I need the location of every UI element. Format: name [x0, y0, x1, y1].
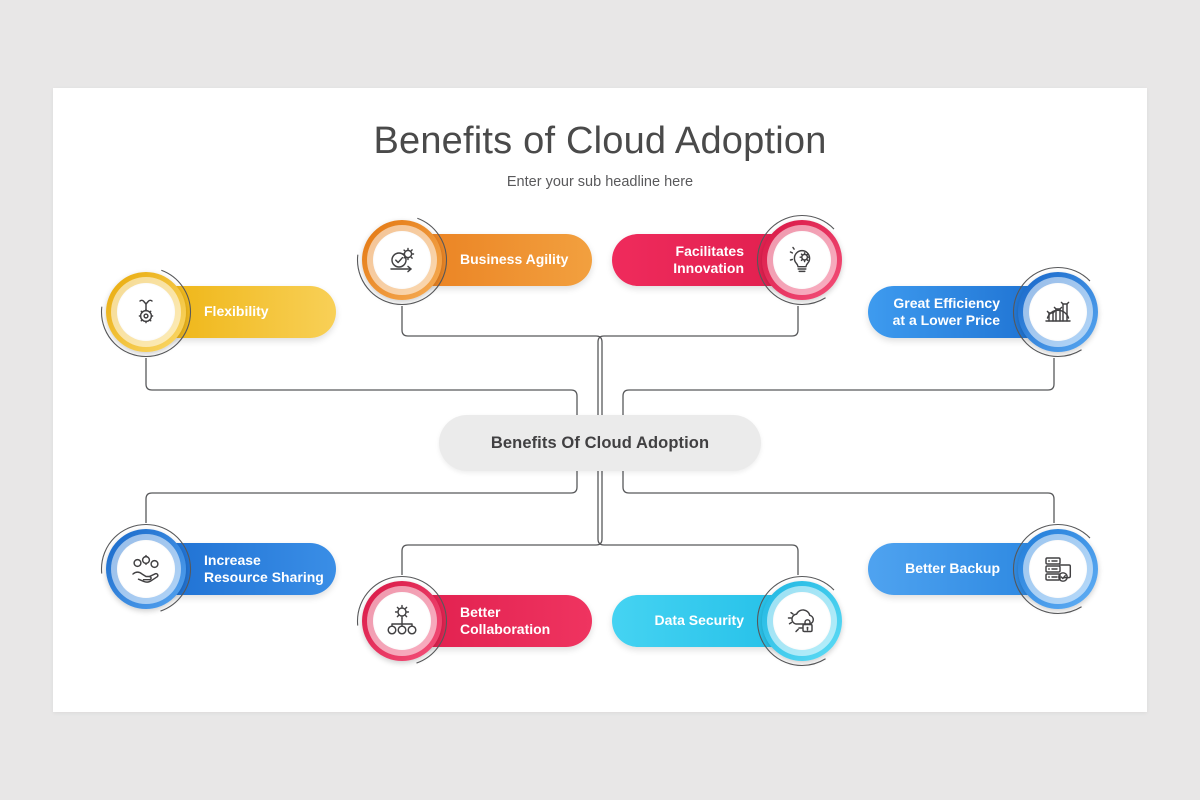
- benefit-label-facilitates-innovation: Facilitates Innovation: [673, 242, 744, 276]
- benefit-icon-circle-increase-resource-sharing: [100, 523, 192, 615]
- benefit-node-better-collaboration[interactable]: Better Collaboration: [356, 575, 592, 667]
- server-backup-icon: [1029, 540, 1087, 598]
- connector-flexibility: [145, 358, 578, 415]
- decorative-arc-icon: [356, 575, 448, 667]
- benefit-label-better-collaboration: Better Collaboration: [460, 603, 551, 637]
- benefit-label-great-efficiency: Great Efficiency at a Lower Price: [892, 294, 1000, 328]
- connector-better-collaboration: [401, 471, 603, 575]
- wrench-gear-icon: [117, 283, 175, 341]
- benefit-icon-circle-better-collaboration: [356, 575, 448, 667]
- benefit-icon-circle-business-agility: [356, 214, 448, 306]
- page-title: Benefits of Cloud Adoption: [373, 120, 827, 162]
- benefit-icon-circle-better-backup: [1012, 523, 1104, 615]
- benefit-node-increase-resource-sharing[interactable]: Increase Resource Sharing: [100, 523, 336, 615]
- center-node-label: Benefits Of Cloud Adoption: [490, 433, 710, 452]
- decorative-arc-icon: [756, 575, 848, 667]
- lightbulb-gear-icon: [773, 231, 831, 289]
- decorative-arc-icon: [356, 214, 448, 306]
- benefit-label-data-security: Data Security: [654, 612, 744, 629]
- benefit-icon-circle-data-security: [756, 575, 848, 667]
- connector-great-efficiency: [622, 358, 1055, 415]
- decorative-arc-icon: [1012, 523, 1104, 615]
- benefit-icon-circle-flexibility: [100, 266, 192, 358]
- benefit-label-business-agility: Business Agility: [460, 251, 569, 268]
- benefit-node-great-efficiency[interactable]: Great Efficiency at a Lower Price: [868, 266, 1104, 358]
- decorative-arc-icon: [1012, 266, 1104, 358]
- page-subtitle: Enter your sub headline here: [506, 174, 694, 190]
- benefit-node-facilitates-innovation[interactable]: Facilitates Innovation: [612, 214, 848, 306]
- center-node[interactable]: Benefits Of Cloud Adoption: [439, 415, 761, 471]
- benefit-label-increase-resource-sharing: Increase Resource Sharing: [204, 551, 324, 585]
- benefit-icon-circle-great-efficiency: [1012, 266, 1104, 358]
- benefit-node-data-security[interactable]: Data Security: [612, 575, 848, 667]
- check-gear-arrow-icon: [373, 231, 431, 289]
- benefit-node-better-backup[interactable]: Better Backup: [868, 523, 1104, 615]
- benefit-icon-circle-facilitates-innovation: [756, 214, 848, 306]
- benefit-label-better-backup: Better Backup: [905, 560, 1000, 577]
- hand-resources-icon: [117, 540, 175, 598]
- org-chart-people-icon: [373, 592, 431, 650]
- benefit-node-flexibility[interactable]: Flexibility: [100, 266, 336, 358]
- benefit-node-business-agility[interactable]: Business Agility: [356, 214, 592, 306]
- decorative-arc-icon: [756, 214, 848, 306]
- connector-increase-resource-sharing: [145, 471, 578, 523]
- benefit-label-flexibility: Flexibility: [204, 303, 269, 320]
- connector-better-backup: [622, 471, 1055, 523]
- cloud-lock-icon: [773, 592, 831, 650]
- slide-canvas: Benefits of Cloud Adoption Enter your su…: [53, 88, 1147, 712]
- connector-data-security: [597, 471, 799, 575]
- growth-chart-icon: [1029, 283, 1087, 341]
- decorative-arc-icon: [100, 523, 192, 615]
- decorative-arc-icon: [100, 266, 192, 358]
- connector-facilitates-innovation: [597, 306, 799, 415]
- connector-business-agility: [401, 306, 603, 415]
